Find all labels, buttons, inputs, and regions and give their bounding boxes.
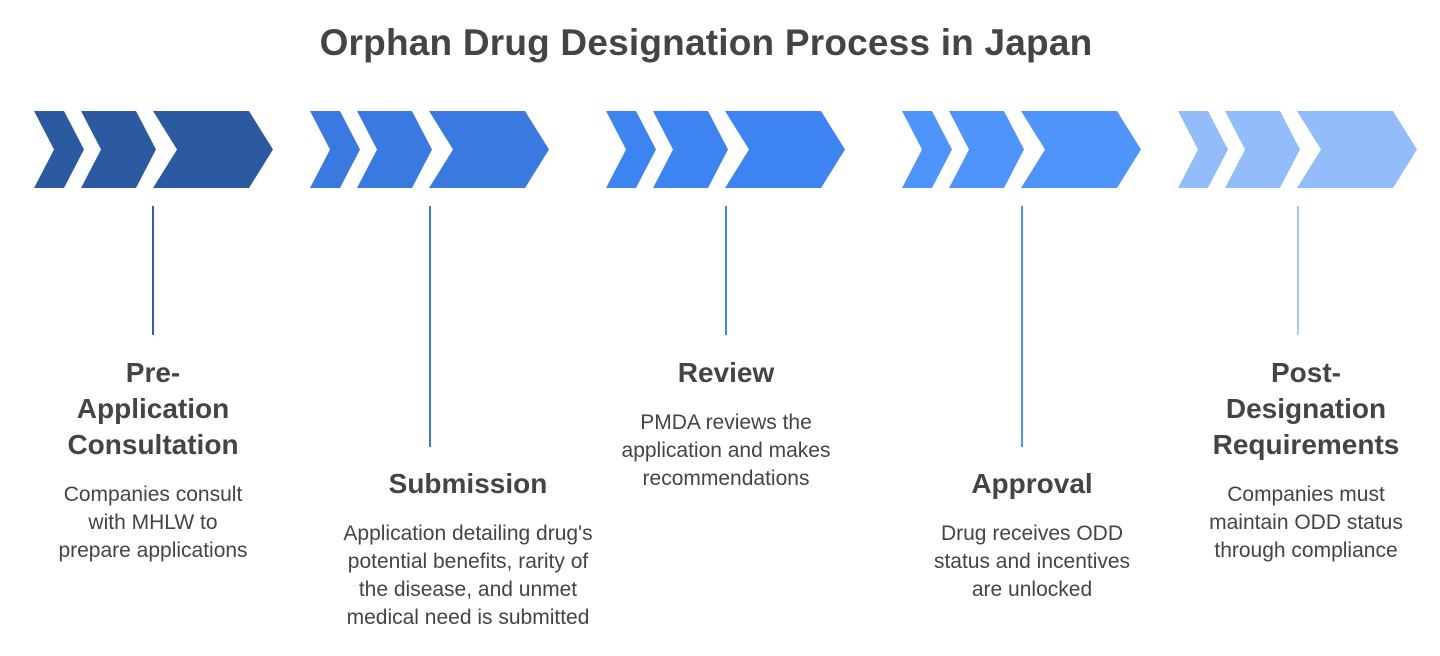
stage-title-line: Post- xyxy=(1271,357,1341,388)
stage-description-line: through compliance xyxy=(1214,539,1398,562)
stage-2-chevron-3 xyxy=(429,111,549,188)
stage-description-line: PMDA reviews the xyxy=(640,411,812,434)
stage-3-description: PMDA reviews the application and makes rec… xyxy=(581,409,871,493)
stage-3-chevron-1 xyxy=(606,111,656,188)
stage-description-line: Companies consult xyxy=(63,483,243,506)
stage-description-line: prepare applications xyxy=(58,539,248,562)
stage-title-line: Approval xyxy=(971,468,1093,499)
stage-description-line: are unlocked xyxy=(971,578,1093,601)
stage-description-line: maintain ODD status xyxy=(1209,511,1403,534)
stage-3-chevron-3 xyxy=(725,111,845,188)
stage-description-line: the disease, and unmet xyxy=(358,578,578,601)
stage-title-line: Requirements xyxy=(1212,429,1400,460)
stage-description-line: Drug receives ODD xyxy=(940,522,1124,545)
stage-description-line: status and incentives xyxy=(933,550,1131,573)
stage-description-line: medical need is submitted xyxy=(346,606,590,629)
stage-2-description: Application detailing drug's potential be… xyxy=(303,520,633,632)
stage-5-chevron-3 xyxy=(1297,111,1417,188)
stage-5-description: Companies must maintain ODD status through… xyxy=(1161,481,1440,565)
stage-2-chevron-2 xyxy=(357,111,432,188)
stage-description-line: Application detailing drug's xyxy=(343,522,593,545)
stage-2-title: Submission xyxy=(303,466,633,502)
stage-title-line: Pre- xyxy=(125,357,181,388)
stage-title-line: Consultation xyxy=(67,429,239,460)
stage-3-title: Review xyxy=(581,355,871,391)
stage-1-description: Companies consult with MHLW to prepare app… xyxy=(13,481,293,565)
stage-title-line: Review xyxy=(677,357,775,388)
stage-description-line: application and makes xyxy=(621,439,831,462)
stage-1-chevron-3 xyxy=(153,111,273,188)
diagram-title: Orphan Drug Designation Process in Japan xyxy=(319,22,1093,63)
stage-description-line: potential benefits, rarity of xyxy=(347,550,589,573)
stage-4-chevron-1 xyxy=(902,111,952,188)
stage-4-description: Drug receives ODD status and incentives ar… xyxy=(882,520,1182,604)
stage-1-chevron-2 xyxy=(81,111,156,188)
stage-title-line: Designation xyxy=(1225,393,1387,424)
stage-description-line: Companies must xyxy=(1227,483,1385,506)
stage-3-chevron-2 xyxy=(653,111,728,188)
stage-title-line: Application xyxy=(76,393,230,424)
stage-4-title: Approval xyxy=(882,466,1182,502)
stage-5-chevron-1 xyxy=(1178,111,1228,188)
stage-4-chevron-2 xyxy=(949,111,1024,188)
stage-1-chevron-1 xyxy=(34,111,84,188)
stage-5-chevron-2 xyxy=(1225,111,1300,188)
stage-description-line: with MHLW to xyxy=(88,511,218,534)
stage-title-line: Submission xyxy=(388,468,548,499)
stage-4-chevron-3 xyxy=(1021,111,1141,188)
stage-2-chevron-1 xyxy=(310,111,360,188)
stage-description-line: recommendations xyxy=(642,467,810,490)
